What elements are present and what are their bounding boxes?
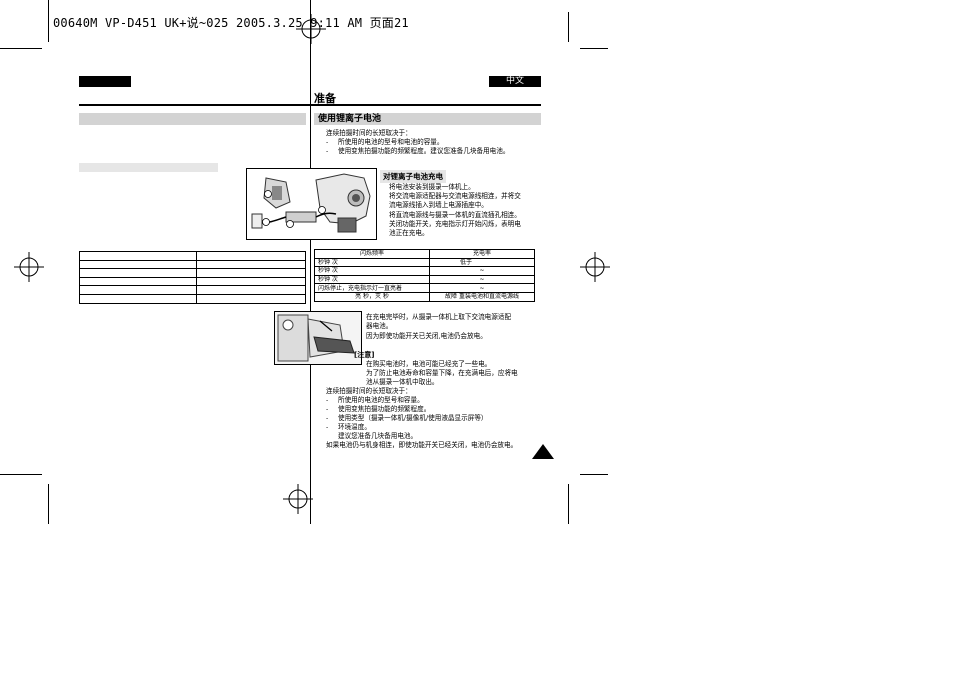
note-dash: -	[326, 414, 329, 422]
note-bullet: 环境温度。	[338, 423, 371, 431]
crop-mark	[580, 474, 608, 475]
triangle-up-icon	[532, 444, 554, 459]
page-title: 准备	[314, 92, 336, 105]
note-dash: -	[326, 405, 329, 413]
after-charge-line: 在充电完毕时，从摄录一体机上取下交流电源适配	[366, 313, 512, 321]
note-bullet: 使用变焦拍摄功能的频繁程度。	[338, 405, 431, 413]
note-line: 连续拍摄时间的长短取决于：	[326, 387, 412, 395]
table-cell: 亮 秒，灭 秒	[314, 291, 430, 302]
table-cell: ~	[429, 283, 535, 293]
charging-step: 池正在充电。	[389, 229, 429, 237]
charging-step: 将直流电源线与摄录一体机的直流插孔相连。	[389, 211, 521, 219]
crop-mark	[48, 0, 49, 42]
after-charge-line: 因为即使功能开关已关闭,电池仍会放电。	[366, 332, 487, 340]
crop-mark	[48, 484, 49, 524]
note-line: 建议您准备几块备用电池。	[338, 432, 418, 440]
left-table	[79, 251, 306, 304]
registration-mark-icon	[296, 14, 326, 44]
note-line: 池从摄录一体机中取出。	[366, 378, 439, 386]
charging-heading: 对锂离子电池充电	[380, 170, 446, 183]
after-charge-line: 器电池。	[366, 322, 393, 330]
note-dash: -	[326, 396, 329, 404]
table-row: 秒钟 次 低于	[314, 257, 535, 268]
note-line: 为了防止电池寿命和容量下降，在充满电后，应将电	[366, 369, 518, 377]
intro-bullet: 所使用的电池的型号和电池的容量。	[338, 138, 444, 146]
note-bullet: 使用类型（摄录一体机/摄像机/使用液晶显示屏等）	[338, 414, 488, 422]
led-blink-table: 闪烁频率 充电率 秒钟 次 低于 秒钟 次 ~ 秒钟 次 ~ 闪烁停止，充电指示…	[314, 249, 535, 302]
header-rule	[79, 104, 541, 106]
table-row: 秒钟 次 ~	[314, 274, 535, 285]
table-header-row: 闪烁频率 充电率	[314, 249, 535, 259]
table-header-cell: 闪烁频率	[314, 249, 430, 259]
charging-step: 流电源线插入到墙上电源插座中。	[389, 201, 488, 209]
table-cell: 秒钟 次	[314, 257, 430, 268]
table-cell: 秒钟 次	[314, 274, 430, 285]
intro-bullet: 使用变焦拍摄功能的频繁程度。建议您准备几块备用电池。	[338, 147, 510, 155]
intro-dash: -	[326, 147, 329, 155]
table-cell: ~	[429, 274, 535, 285]
intro-line: 连续拍摄时间的长短取决于：	[326, 129, 412, 137]
lang-tab-right: 中文	[489, 76, 541, 87]
charging-step: 将电池安装到摄录一体机上。	[389, 183, 475, 191]
charging-step: 将交流电源适配器与交流电源线相连，并将交	[389, 192, 521, 200]
section-title: 使用锂离子电池	[314, 113, 541, 125]
table-row: 亮 秒，灭 秒 故障 重装电池和直流电源线	[314, 291, 535, 302]
charging-illustration	[246, 168, 377, 240]
lang-tab-left	[79, 76, 131, 87]
center-fold-line	[310, 0, 311, 524]
registration-mark-icon	[14, 252, 44, 282]
print-header: 00640M VP-D451 UK+说~025 2005.3.25 9:11 A…	[53, 16, 409, 30]
note-dash: -	[326, 423, 329, 431]
table-row: 闪烁停止，充电指示灯一直亮着 ~	[314, 283, 535, 293]
crop-mark	[0, 48, 42, 49]
battery-removal-illustration	[274, 311, 362, 365]
table-cell: 闪烁停止，充电指示灯一直亮着	[314, 283, 430, 293]
table-cell: 低于	[429, 257, 535, 268]
registration-mark-icon	[580, 252, 610, 282]
notes-label: [注意]	[354, 351, 375, 359]
note-line: 如果电池仍与机身相连，即使功能开关已经关闭，电池仍会放电。	[326, 441, 518, 449]
intro-dash: -	[326, 138, 329, 146]
table-cell: 秒钟 次	[314, 266, 430, 276]
charging-step: 关闭功能开关，充电指示灯开始闪烁，表明电	[389, 220, 521, 228]
left-subsection-bar	[79, 163, 218, 172]
registration-mark-icon	[283, 484, 313, 514]
crop-mark	[0, 474, 42, 475]
table-cell: ~	[429, 266, 535, 276]
table-cell: 故障 重装电池和直流电源线	[429, 291, 535, 302]
table-row: 秒钟 次 ~	[314, 266, 535, 276]
note-line: 在购买电池时，电池可能已经充了一些电。	[366, 360, 492, 368]
crop-mark	[580, 48, 608, 49]
left-section-bar	[79, 113, 306, 125]
table-header-cell: 充电率	[429, 249, 535, 259]
crop-mark	[568, 484, 569, 524]
crop-mark	[568, 12, 569, 42]
note-bullet: 所使用的电池的型号和容量。	[338, 396, 424, 404]
